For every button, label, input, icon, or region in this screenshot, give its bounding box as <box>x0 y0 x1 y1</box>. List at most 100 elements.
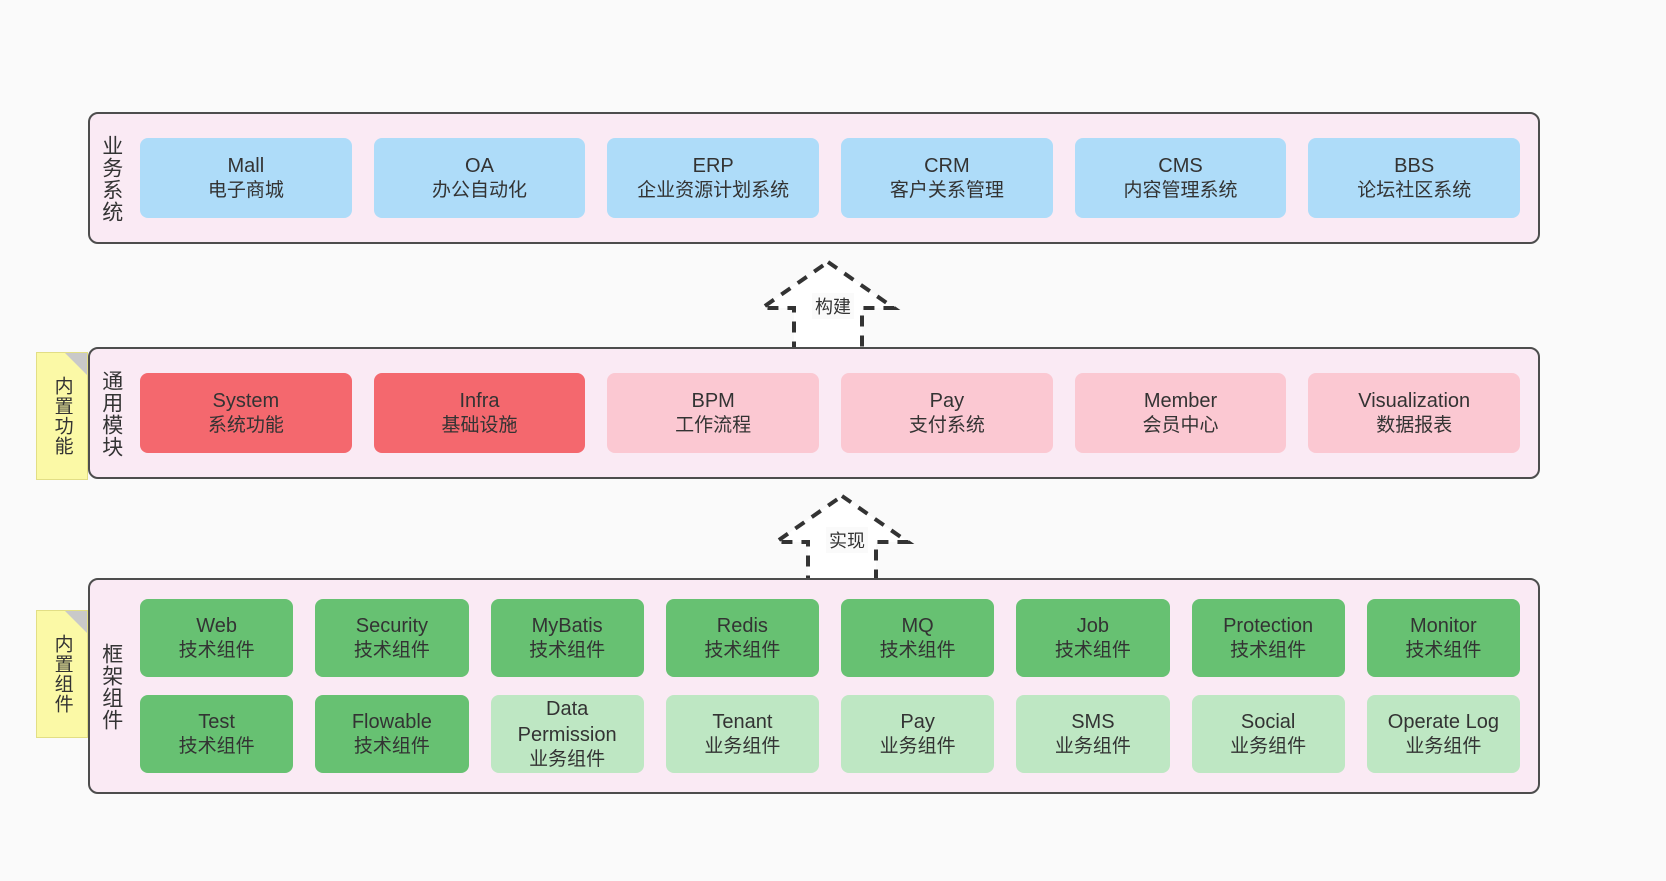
card-monitor[interactable]: Monitor 技术组件 <box>1366 599 1520 677</box>
card-pay-module[interactable]: Pay 支付系统 <box>841 373 1053 453</box>
card-subtitle: 技术组件 <box>529 639 606 661</box>
card-title: System <box>212 389 280 412</box>
layer-title-common-modules: 通用模块 <box>99 370 123 458</box>
card-title: MQ <box>901 614 934 637</box>
card-subtitle: 技术组件 <box>1405 639 1482 661</box>
card-subtitle: 技术组件 <box>1054 639 1131 661</box>
card-subtitle: 会员中心 <box>1142 414 1219 436</box>
card-data-permission[interactable]: Data Permission 业务组件 <box>490 695 644 773</box>
layer-body-business-systems: Mall 电子商城 OA 办公自动化 ERP 企业资源计划系统 CRM 客户关系… <box>132 114 1538 242</box>
layer-title-framework-components: 框架组件 <box>99 643 123 731</box>
card-bpm[interactable]: BPM 工作流程 <box>607 373 820 453</box>
card-subtitle: 数据报表 <box>1376 414 1453 436</box>
card-system[interactable]: System 系统功能 <box>140 373 352 453</box>
card-visualization[interactable]: Visualization 数据报表 <box>1308 373 1521 453</box>
card-subtitle: 办公自动化 <box>432 179 528 201</box>
card-title: Redis <box>716 614 768 637</box>
card-subtitle: 技术组件 <box>1230 639 1307 661</box>
card-subtitle: 业务组件 <box>529 748 606 770</box>
card-bbs[interactable]: BBS 论坛社区系统 <box>1308 138 1521 218</box>
card-title: Monitor <box>1410 614 1477 637</box>
card-security[interactable]: Security 技术组件 <box>315 599 469 677</box>
card-subtitle: 基础设施 <box>441 414 518 436</box>
layer-title-business-systems: 业务系统 <box>99 135 123 223</box>
card-subtitle: 企业资源计划系统 <box>637 179 790 201</box>
card-subtitle: 客户关系管理 <box>889 179 1004 201</box>
card-pay-component[interactable]: Pay 业务组件 <box>841 695 995 773</box>
card-row: Mall 电子商城 OA 办公自动化 ERP 企业资源计划系统 CRM 客户关系… <box>140 138 1521 218</box>
card-subtitle: 技术组件 <box>178 735 255 757</box>
card-title: MyBatis <box>531 614 603 637</box>
card-flowable[interactable]: Flowable 技术组件 <box>315 695 469 773</box>
card-subtitle: 技术组件 <box>353 639 430 661</box>
card-subtitle: 支付系统 <box>908 414 985 436</box>
card-title: ERP <box>692 154 734 177</box>
card-title: Job <box>1076 614 1109 637</box>
card-title: SMS <box>1071 710 1115 733</box>
connector-implement-label: 实现 <box>826 527 868 553</box>
card-subtitle: 业务组件 <box>879 735 956 757</box>
card-web[interactable]: Web 技术组件 <box>140 599 294 677</box>
card-subtitle: 电子商城 <box>207 179 284 201</box>
card-title: Social <box>1240 710 1296 733</box>
card-subtitle: 业务组件 <box>704 735 781 757</box>
card-mall[interactable]: Mall 电子商城 <box>140 138 352 218</box>
card-subtitle: 技术组件 <box>178 639 255 661</box>
card-title: Infra <box>459 389 500 412</box>
card-title: Visualization <box>1358 389 1471 412</box>
card-title: Pay <box>900 710 935 733</box>
card-subtitle: 业务组件 <box>1230 735 1307 757</box>
connector-build-label: 构建 <box>812 293 854 319</box>
card-title: CRM <box>924 154 970 177</box>
card-title: Flowable <box>351 710 432 733</box>
card-title: Tenant <box>712 710 773 733</box>
card-subtitle: 技术组件 <box>704 639 781 661</box>
card-infra[interactable]: Infra 基础设施 <box>373 373 586 453</box>
card-subtitle: 工作流程 <box>675 414 752 436</box>
layer-framework-components: 框架组件 Web 技术组件 Security 技术组件 MyBatis 技术组件… <box>88 578 1540 794</box>
card-title: Mall <box>227 154 265 177</box>
card-protection[interactable]: Protection 技术组件 <box>1191 599 1345 677</box>
card-title: Test <box>198 710 235 733</box>
card-sms[interactable]: SMS 业务组件 <box>1016 695 1170 773</box>
layer-business-systems: 业务系统 Mall 电子商城 OA 办公自动化 ERP 企业资源计划系统 CRM… <box>88 112 1540 244</box>
card-title: Web <box>196 614 237 637</box>
card-redis[interactable]: Redis 技术组件 <box>665 599 819 677</box>
card-oa[interactable]: OA 办公自动化 <box>373 138 586 218</box>
card-title: BPM <box>691 389 735 412</box>
card-subtitle: 系统功能 <box>207 414 284 436</box>
card-subtitle: 论坛社区系统 <box>1357 179 1472 201</box>
card-tenant[interactable]: Tenant 业务组件 <box>665 695 819 773</box>
card-subtitle: 技术组件 <box>353 735 430 757</box>
note-fold-icon <box>65 353 87 375</box>
card-title: OA <box>465 154 494 177</box>
card-mybatis[interactable]: MyBatis 技术组件 <box>490 599 644 677</box>
card-title: Data Permission <box>517 697 617 746</box>
card-job[interactable]: Job 技术组件 <box>1016 599 1170 677</box>
card-subtitle: 技术组件 <box>879 639 956 661</box>
card-crm[interactable]: CRM 客户关系管理 <box>841 138 1053 218</box>
note-builtin-components: 内置组件 <box>36 610 88 738</box>
layer-body-framework-components: Web 技术组件 Security 技术组件 MyBatis 技术组件 Redi… <box>132 580 1538 792</box>
note-label: 内置组件 <box>51 634 73 714</box>
card-subtitle: 业务组件 <box>1054 735 1131 757</box>
card-subtitle: 内容管理系统 <box>1123 179 1238 201</box>
card-title: Member <box>1143 389 1218 412</box>
card-title: Security <box>355 614 428 637</box>
card-erp[interactable]: ERP 企业资源计划系统 <box>607 138 820 218</box>
card-title: Pay <box>929 389 965 412</box>
card-row: System 系统功能 Infra 基础设施 BPM 工作流程 Pay 支付系统… <box>140 373 1521 453</box>
card-cms[interactable]: CMS 内容管理系统 <box>1074 138 1287 218</box>
card-social[interactable]: Social 业务组件 <box>1191 695 1345 773</box>
card-title: CMS <box>1158 154 1203 177</box>
note-fold-icon <box>65 611 87 633</box>
layer-body-common-modules: System 系统功能 Infra 基础设施 BPM 工作流程 Pay 支付系统… <box>132 349 1538 477</box>
note-builtin-features: 内置功能 <box>36 352 88 480</box>
card-member[interactable]: Member 会员中心 <box>1074 373 1287 453</box>
card-title: Protection <box>1223 614 1314 637</box>
card-test[interactable]: Test 技术组件 <box>140 695 294 773</box>
card-mq[interactable]: MQ 技术组件 <box>841 599 995 677</box>
card-row: Test 技术组件 Flowable 技术组件 Data Permission … <box>140 695 1520 773</box>
card-operate-log[interactable]: Operate Log 业务组件 <box>1366 695 1520 773</box>
